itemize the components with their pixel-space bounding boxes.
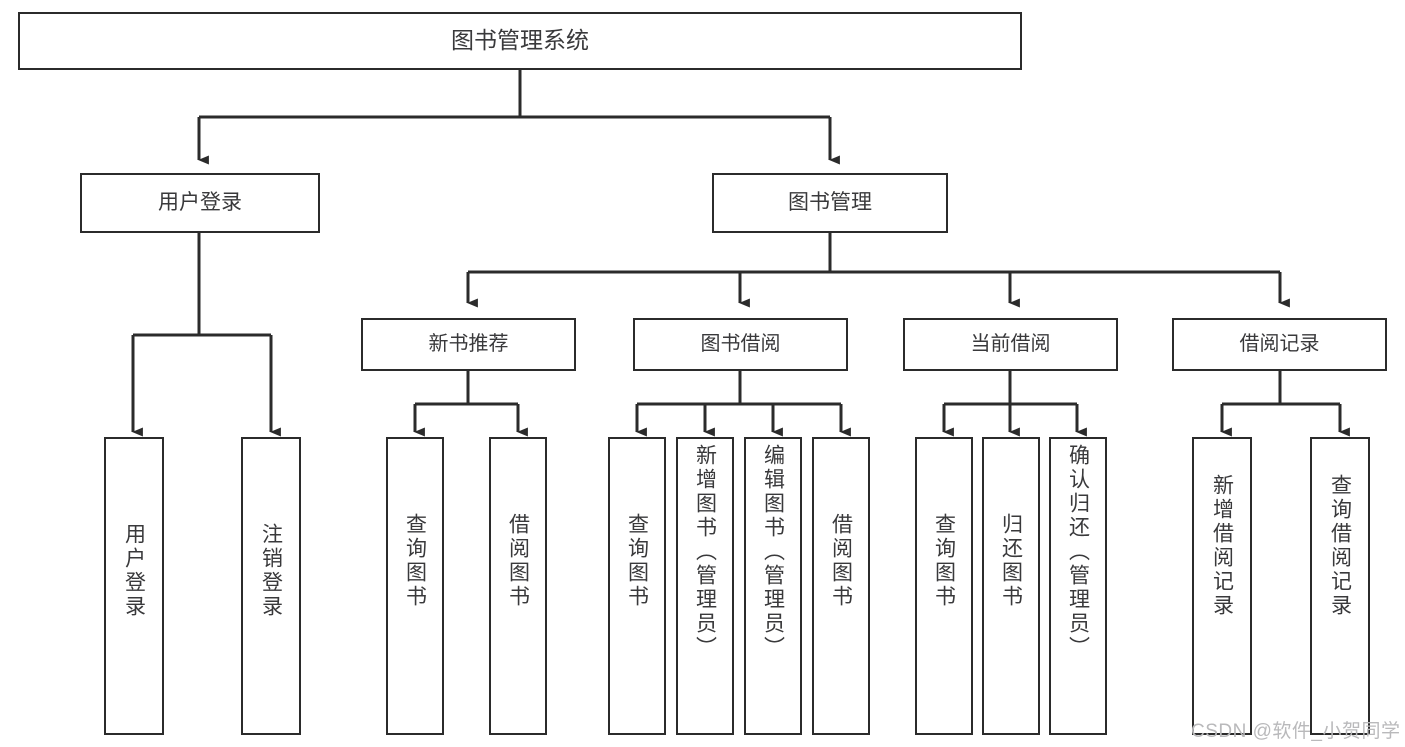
node-label: 图书借阅 xyxy=(700,333,781,356)
node-borrow-record[interactable]: 借阅记录 xyxy=(1172,318,1387,371)
leaf-confirm-return-admin[interactable]: 确认归还（管理员） xyxy=(1049,437,1107,735)
leaf-query-book-borrow[interactable]: 查询图书 xyxy=(608,437,666,735)
leaf-borrow-book-recommend[interactable]: 借阅图书 xyxy=(489,437,547,735)
node-label: 图书管理 xyxy=(788,191,872,215)
leaf-return-book[interactable]: 归还图书 xyxy=(982,437,1040,735)
leaf-query-book-recommend[interactable]: 查询图书 xyxy=(386,437,444,735)
leaf-user-login[interactable]: 用户登录 xyxy=(104,437,164,735)
leaf-edit-book-admin[interactable]: 编辑图书（管理员） xyxy=(744,437,802,735)
node-user-login[interactable]: 用户登录 xyxy=(80,173,320,233)
node-label: 查询图书 xyxy=(403,513,427,609)
node-label: 归还图书 xyxy=(999,513,1023,609)
node-label: 确认归还（管理员） xyxy=(1066,444,1090,660)
node-label: 用户登录 xyxy=(158,191,242,215)
node-current-borrow[interactable]: 当前借阅 xyxy=(903,318,1118,371)
node-label: 查询借阅记录 xyxy=(1328,474,1352,618)
leaf-add-book-admin[interactable]: 新增图书（管理员） xyxy=(676,437,734,735)
node-book-management[interactable]: 图书管理 xyxy=(712,173,948,233)
leaf-logout-login[interactable]: 注销登录 xyxy=(241,437,301,735)
node-label: 查询图书 xyxy=(625,513,649,609)
node-label: 注销登录 xyxy=(259,523,283,619)
node-label: 用户登录 xyxy=(122,523,146,619)
node-label: 借阅记录 xyxy=(1239,333,1320,356)
node-label: 当前借阅 xyxy=(970,333,1051,356)
leaf-borrow-book[interactable]: 借阅图书 xyxy=(812,437,870,735)
node-label: 新增借阅记录 xyxy=(1210,474,1234,618)
node-new-book-recommend[interactable]: 新书推荐 xyxy=(361,318,576,371)
leaf-add-borrow-record[interactable]: 新增借阅记录 xyxy=(1192,437,1252,735)
node-label: 编辑图书（管理员） xyxy=(761,444,785,660)
node-book-borrow[interactable]: 图书借阅 xyxy=(633,318,848,371)
node-root-library-system[interactable]: 图书管理系统 xyxy=(18,12,1022,70)
leaf-query-book-current[interactable]: 查询图书 xyxy=(915,437,973,735)
node-label: 借阅图书 xyxy=(829,513,853,609)
node-label: 新增图书（管理员） xyxy=(693,444,717,660)
node-label: 借阅图书 xyxy=(506,513,530,609)
node-label: 新书推荐 xyxy=(428,333,509,356)
node-label: 查询图书 xyxy=(932,513,956,609)
leaf-query-borrow-record[interactable]: 查询借阅记录 xyxy=(1310,437,1370,735)
csdn-watermark: CSDN @软件_小贺同学 xyxy=(1191,721,1401,742)
node-label: 图书管理系统 xyxy=(451,27,589,54)
